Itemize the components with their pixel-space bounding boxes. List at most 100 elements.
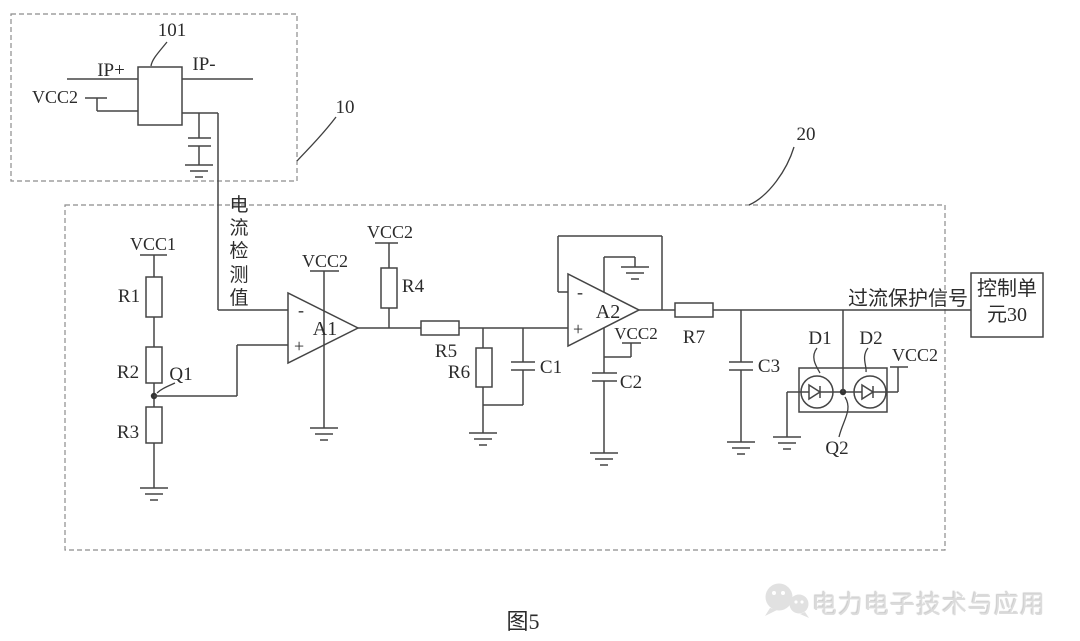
ref-101-label: 101 <box>158 20 187 41</box>
d1-label: D1 <box>808 328 831 349</box>
a1-plus-sign: + <box>294 336 304 356</box>
a2-feedback-loop <box>557 235 663 310</box>
a2-plus-sign: + <box>573 319 583 339</box>
ref-10-leader <box>296 116 337 162</box>
sensor-filter-cap <box>188 113 211 165</box>
capacitor-c3 <box>729 310 753 442</box>
sensor-vcc2-wire <box>85 97 138 112</box>
r7-label: R7 <box>683 327 705 348</box>
resistor-r2-body <box>145 346 163 384</box>
vcc1-wire <box>140 254 167 277</box>
wechat-icon <box>765 583 809 618</box>
ip-plus-label: IP+ <box>97 60 125 81</box>
d1-anode-triangle <box>808 383 822 401</box>
ground-symbol <box>309 427 339 441</box>
opamp-a2: - + A2 VCC2 C2 <box>557 235 663 466</box>
q2-label: Q2 <box>825 438 848 459</box>
ground-symbol <box>620 266 650 280</box>
r6-label: R6 <box>448 362 470 383</box>
control-unit-line2: 元30 <box>987 304 1027 326</box>
current-detect-label: 电流检测值 <box>229 195 249 309</box>
ref-20-label: 20 <box>797 124 816 145</box>
a1-label: A1 <box>313 318 337 340</box>
ground-symbol <box>139 487 169 501</box>
a2-vcc2-wire <box>604 342 641 358</box>
resistor-r7-body <box>674 302 714 318</box>
resistor-r6-body <box>475 347 493 388</box>
wechat-small-bubble <box>789 594 809 614</box>
ground-symbol <box>589 452 619 466</box>
r3-label: R3 <box>117 422 139 443</box>
ocp-signal-label: 过流保护信号 <box>848 287 968 310</box>
d2-anode-triangle <box>861 383 875 401</box>
control-unit-30: 控制单 元30 <box>970 272 1044 338</box>
ground-symbol <box>726 441 756 455</box>
opamp-a1: - + A1 VCC2 <box>287 251 360 441</box>
q1-leader <box>156 382 176 394</box>
r6-wires <box>482 328 523 433</box>
vcc1-label: VCC1 <box>130 234 176 254</box>
ip-minus-label: IP- <box>192 54 215 75</box>
a1-supply-line <box>310 270 339 428</box>
c2-label: C2 <box>620 372 642 393</box>
vcc2-label-sensor: VCC2 <box>32 87 78 107</box>
control-unit-box <box>970 272 1044 338</box>
q1-label: Q1 <box>169 364 192 385</box>
d2-leader <box>863 347 869 373</box>
r4-wires <box>375 242 398 328</box>
pullup-r4: VCC2 R4 <box>367 222 425 328</box>
d1-ground-wire <box>786 391 801 437</box>
r2-label: R2 <box>117 362 139 383</box>
detection-block-border <box>64 204 946 551</box>
vcc2-label-diodes: VCC2 <box>892 345 938 365</box>
vcc2-label-r4: VCC2 <box>367 222 413 242</box>
ref-101-leader <box>150 41 168 67</box>
ground-symbol <box>468 432 498 446</box>
wechat-big-tail <box>765 608 777 616</box>
current-detect-wire <box>217 113 288 311</box>
c1-label: C1 <box>540 357 562 378</box>
d2-label: D2 <box>859 328 882 349</box>
figure-caption: 图5 <box>506 609 539 634</box>
clamp-diodes: D1 D2 VCC2 Q2 <box>772 310 938 459</box>
control-unit-line1: 控制单 <box>977 277 1037 300</box>
d1-leader <box>813 347 821 374</box>
vcc2-label-a2: VCC2 <box>614 324 657 343</box>
divider-chain: VCC1 R1 R2 R3 Q1 <box>117 234 288 501</box>
rc-filter: R5 R6 C1 <box>358 320 568 446</box>
r5-label: R5 <box>435 341 457 362</box>
ground-symbol <box>184 164 214 178</box>
watermark-text: 电力电子技术与应用 <box>812 591 1047 619</box>
capacitor-c1 <box>511 328 535 405</box>
vcc2-label-a1: VCC2 <box>302 251 348 271</box>
d2-vcc2-wire <box>886 366 908 393</box>
a2-label: A2 <box>596 301 620 323</box>
r4-label: R4 <box>402 276 425 297</box>
ref-10-label: 10 <box>336 97 355 118</box>
a1-triangle <box>287 291 360 365</box>
wechat-eye <box>772 591 776 595</box>
a2-minus-sign: - <box>577 282 583 302</box>
wechat-small-tail <box>800 612 809 618</box>
r1-label: R1 <box>118 286 140 307</box>
a2-top-pin-wire <box>603 256 636 292</box>
ref-20-leader <box>748 146 795 206</box>
resistor-r3-body <box>145 406 163 444</box>
current-sensor-101: 101 IP+ IP- VCC2 10 <box>32 20 355 178</box>
c3-label: C3 <box>758 356 780 377</box>
wechat-big-bubble <box>765 583 793 611</box>
resistor-r4-body <box>380 267 398 309</box>
wechat-eye <box>800 600 804 604</box>
a1-minus-sign: - <box>298 300 304 320</box>
resistor-r1-body <box>145 276 163 318</box>
q2-leader <box>838 396 849 438</box>
output-stage: R7 C3 过流保护信号 <box>639 287 971 455</box>
resistor-r5-body <box>420 320 460 336</box>
sensor-body <box>137 66 183 126</box>
q1-to-a1-wire <box>154 344 288 397</box>
wechat-eye <box>794 600 798 604</box>
sensor-block-border <box>10 13 298 182</box>
ground-symbol <box>772 436 802 450</box>
